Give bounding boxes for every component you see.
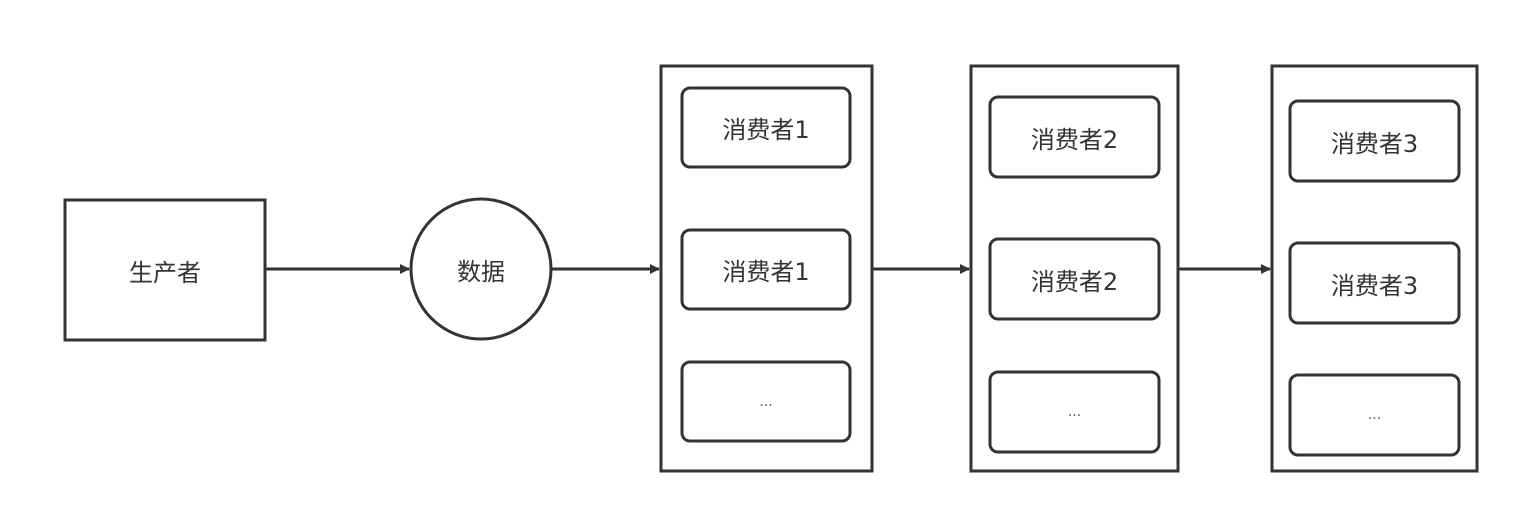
producer-box	[63, 198, 267, 342]
consumer-1-label-a: 消费者1	[722, 116, 810, 144]
consumer-2-label-more: ...	[1067, 404, 1082, 420]
consumer-2-label-b: 消费者2	[1030, 267, 1119, 296]
consumer-2-box-a	[988, 95, 1161, 179]
consumer-2-box-more	[988, 370, 1161, 454]
data-node-label: 数据	[457, 257, 505, 286]
consumer-3-label-more: ...	[1367, 407, 1382, 423]
consumer-1-box-a	[680, 86, 852, 169]
consumer-1-box-more	[680, 360, 852, 443]
consumer-3-box-b	[1288, 241, 1461, 325]
consumer-1-label-b: 消费者1	[722, 258, 810, 286]
consumer-3-label-a: 消费者3	[1330, 129, 1419, 158]
consumer-1-label-more: ...	[759, 393, 773, 410]
producer-label: 生产者	[129, 258, 201, 287]
consumer-3-box-more	[1288, 373, 1461, 457]
consumer-2-box-b	[988, 237, 1161, 321]
consumer-3-box-a	[1288, 99, 1461, 183]
consumer-3-label-b: 消费者3	[1330, 271, 1419, 300]
consumer-2-label-a: 消费者2	[1030, 125, 1119, 154]
consumer-1-box-b	[680, 228, 852, 311]
